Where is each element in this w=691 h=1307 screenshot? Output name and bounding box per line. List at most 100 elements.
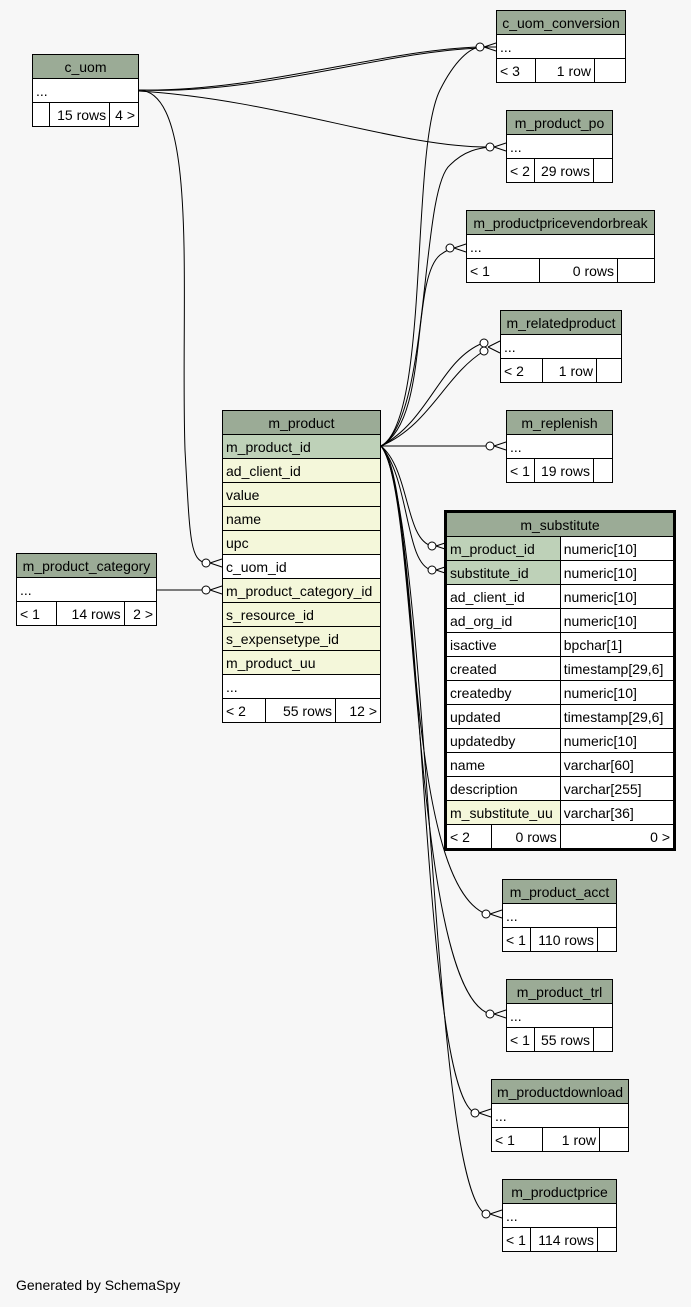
table-title[interactable]: m_product — [222, 410, 381, 435]
table-m_productdownload[interactable]: m_productdownload ... < 1 1 row — [491, 1079, 629, 1152]
row-count: 14 rows — [56, 601, 125, 626]
edge-c_uom-m_product — [138, 89, 207, 564]
column-name[interactable]: ad_org_id — [446, 608, 561, 633]
parent-count: < 2 — [505, 158, 536, 183]
column-type: numeric[10] — [559, 728, 675, 753]
child-count — [593, 458, 613, 483]
table-title[interactable]: c_uom — [32, 54, 139, 79]
column-s_expensetype_id[interactable]: s_expensetype_id — [222, 626, 381, 651]
table-title[interactable]: m_product_trl — [506, 979, 613, 1004]
table-c_uom_conversion[interactable]: c_uom_conversion ... < 3 1 row — [496, 10, 626, 83]
table-title[interactable]: m_substitute — [446, 512, 674, 537]
child-count — [596, 358, 622, 383]
column-name[interactable]: name — [446, 752, 561, 777]
parent-count: < 2 — [500, 358, 543, 383]
row-count: 55 rows — [534, 1027, 594, 1052]
more-columns: ... — [506, 434, 613, 459]
table-title[interactable]: m_product_acct — [502, 879, 617, 904]
column-name[interactable]: ad_client_id — [446, 584, 561, 609]
table-m_replenish[interactable]: m_replenish ... < 1 19 rows — [505, 410, 613, 483]
edge-c_uom-c_uom_conversion — [138, 46, 481, 91]
column-upc[interactable]: upc — [222, 530, 381, 555]
row-count: 55 rows — [265, 698, 336, 723]
column-s_resource_id[interactable]: s_resource_id — [222, 602, 381, 627]
table-title[interactable]: m_productprice — [502, 1179, 617, 1204]
more-columns: ... — [506, 1003, 613, 1028]
more-columns: ... — [16, 577, 157, 602]
column-ad_client_id[interactable]: ad_client_id — [222, 458, 381, 483]
table-m_productpricevendorbreak[interactable]: m_productpricevendorbreak ... < 1 0 rows — [466, 210, 655, 283]
table-title[interactable]: m_replenish — [506, 410, 613, 435]
table-m_relatedproduct[interactable]: m_relatedproduct ... < 2 1 row — [500, 310, 622, 383]
table-m_product_category[interactable]: m_product_category ... < 1 14 rows 2 > — [16, 553, 158, 626]
column-name[interactable]: description — [446, 776, 561, 801]
column-name[interactable]: name — [222, 506, 381, 531]
column-name[interactable]: createdby — [446, 680, 561, 705]
table-m_product[interactable]: m_product m_product_id ad_client_id valu… — [222, 410, 381, 723]
row-count: 0 rows — [491, 824, 561, 849]
column-name[interactable]: created — [446, 656, 561, 681]
more-columns: ... — [491, 1103, 629, 1128]
table-title[interactable]: m_relatedproduct — [500, 310, 622, 335]
column-name[interactable]: m_product_id — [446, 536, 561, 561]
table-m_product_po[interactable]: m_product_po ... < 2 29 rows — [505, 110, 613, 183]
child-count — [594, 58, 626, 83]
column-name[interactable]: updatedby — [446, 728, 561, 753]
table-title[interactable]: m_product_po — [506, 110, 613, 135]
edge-m_product-c_uom_conversion — [380, 46, 481, 447]
more-columns: ... — [500, 334, 622, 359]
column-m_product_uu[interactable]: m_product_uu — [222, 650, 381, 675]
column-name[interactable]: updated — [446, 704, 561, 729]
row-count: 114 rows — [530, 1227, 598, 1252]
column-name[interactable]: m_substitute_uu — [446, 800, 561, 825]
edge-m_product-relatedproduct — [380, 342, 484, 447]
column-value[interactable]: value — [222, 482, 381, 507]
column-name[interactable]: substitute_id — [446, 560, 561, 585]
row-count: 15 rows — [48, 102, 111, 127]
parent-count: < 1 — [16, 601, 57, 626]
edge-c_uom-m_product_po — [138, 90, 491, 148]
table-m_productprice[interactable]: m_productprice ... < 1 114 rows — [501, 1179, 617, 1252]
column-name[interactable]: isactive — [446, 632, 561, 657]
column-type: numeric[10] — [559, 560, 675, 585]
parent-count: < 1 — [466, 258, 540, 283]
parent-count: < 2 — [446, 824, 492, 849]
column-type: numeric[10] — [559, 584, 675, 609]
column-type: timestamp[29,6] — [559, 704, 675, 729]
more-columns: ... — [506, 134, 613, 159]
table-m_product_trl[interactable]: m_product_trl ... < 1 55 rows — [505, 979, 613, 1052]
table-title[interactable]: m_product_category — [16, 553, 157, 578]
row-count: 0 rows — [539, 258, 618, 283]
table-m_product_acct[interactable]: m_product_acct ... < 1 110 rows — [501, 879, 617, 952]
more-columns: ... — [502, 903, 617, 928]
table-title[interactable]: m_productdownload — [491, 1079, 629, 1104]
column-m_product_category_id[interactable]: m_product_category_id — [222, 578, 381, 603]
column-type: numeric[10] — [559, 608, 675, 633]
table-c_uom[interactable]: c_uom ... 15 rows 4 > — [32, 54, 139, 127]
column-m_product_id[interactable]: m_product_id — [222, 434, 381, 459]
column-c_uom_id[interactable]: c_uom_id — [222, 554, 381, 579]
generated-by-footer: Generated by SchemaSpy — [16, 1277, 181, 1293]
parent-count: < 1 — [505, 458, 536, 483]
parent-count: < 2 — [222, 698, 266, 723]
edge-m_product-substitute-2 — [380, 445, 433, 571]
table-title[interactable]: c_uom_conversion — [496, 10, 626, 35]
table-title[interactable]: m_productpricevendorbreak — [466, 210, 655, 235]
column-type: timestamp[29,6] — [559, 656, 675, 681]
parent-count: < 1 — [501, 1227, 532, 1252]
child-count — [617, 258, 655, 283]
